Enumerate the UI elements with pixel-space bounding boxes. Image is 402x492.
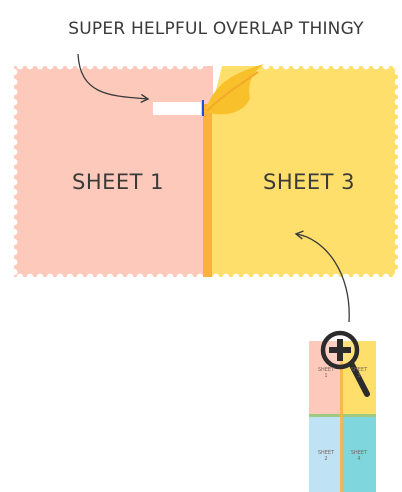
sheet-3 xyxy=(211,62,402,281)
mini-overlap-vertical xyxy=(340,341,343,492)
sheet-1 xyxy=(10,62,213,281)
overlap-tab xyxy=(153,102,201,115)
mini-tile-sheet-4 xyxy=(342,416,376,492)
sheet-3-label: SHEET 3 xyxy=(263,170,356,194)
sheet-1-label: SHEET 1 xyxy=(72,170,165,194)
overlap-caption: SUPER HELPFUL OVERLAP THINGY xyxy=(68,19,364,39)
overlap-marker xyxy=(202,100,204,116)
curved-arrow-icon xyxy=(294,230,350,323)
curved-arrow-icon xyxy=(77,53,150,104)
zoom-in-magnifier-icon[interactable] xyxy=(320,330,370,397)
overlap-strip xyxy=(203,104,212,277)
mini-tile-sheet-2 xyxy=(309,416,342,492)
